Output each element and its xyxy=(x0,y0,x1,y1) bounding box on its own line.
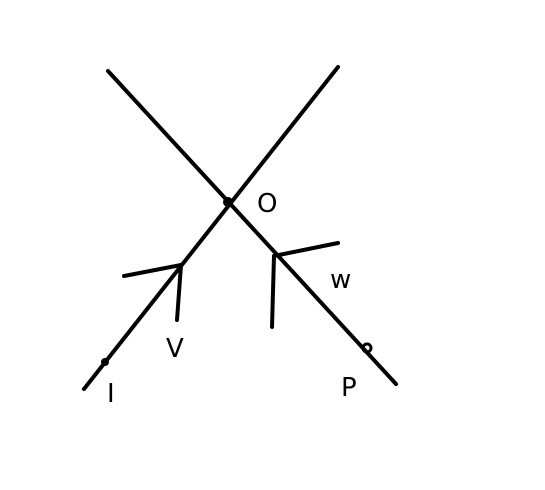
label-left-arrow: V xyxy=(166,334,184,364)
label-left-point: I xyxy=(107,379,115,409)
right-arrow-horizontal-stroke xyxy=(272,241,340,258)
left-point xyxy=(101,358,109,366)
left-arrow-horizontal-stroke xyxy=(122,263,183,278)
label-right-point: P xyxy=(341,373,357,403)
right-arrow-vertical-stroke xyxy=(270,254,276,329)
label-intersection: O xyxy=(257,189,277,219)
line-top-left-to-bottom-right xyxy=(106,69,398,386)
left-arrow-vertical-stroke xyxy=(175,263,183,322)
label-right-arrow: w xyxy=(330,265,351,295)
intersection-point xyxy=(223,197,233,207)
line-top-right-to-bottom-left xyxy=(82,65,340,391)
right-point xyxy=(361,342,373,354)
